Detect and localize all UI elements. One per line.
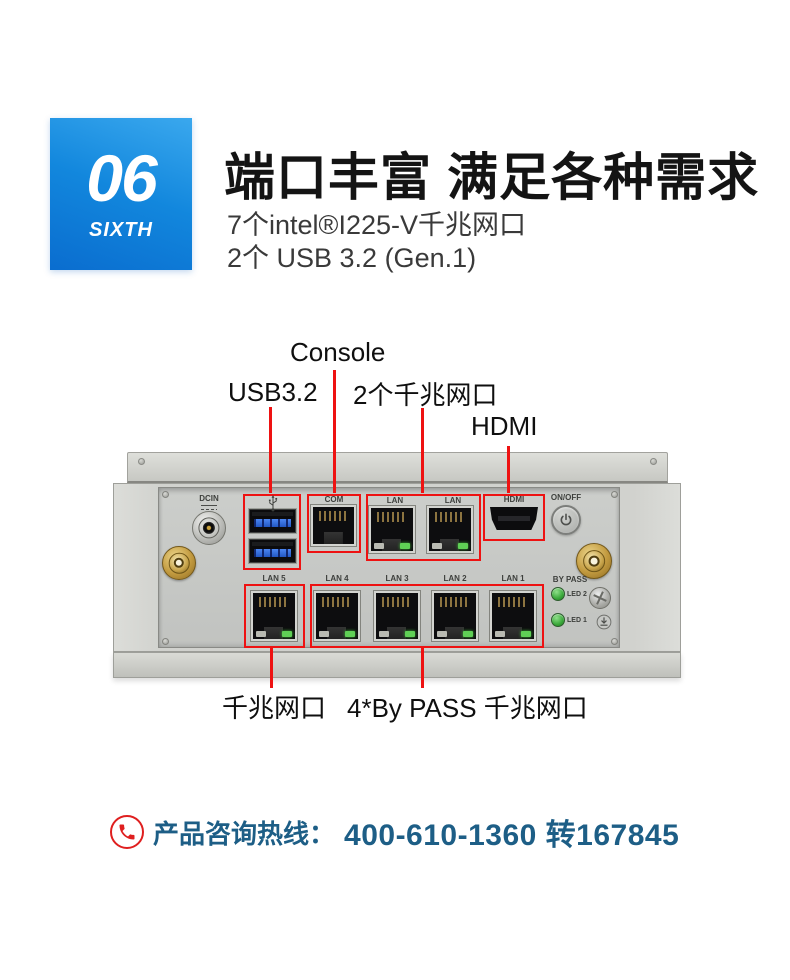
section-badge: 06 SIXTH	[50, 118, 192, 270]
usb-trident-icon	[268, 495, 278, 512]
led2-label: LED 2	[567, 591, 587, 598]
callout-console-label: Console	[290, 337, 386, 367]
hdmi-highlight-box	[483, 494, 545, 541]
lan4-port	[314, 591, 360, 641]
led1-label: LED 1	[567, 617, 587, 624]
callout-dual-lan-label: 2个千兆网口	[353, 380, 498, 410]
lan3-port	[374, 591, 420, 641]
usb-highlight-box	[243, 494, 301, 570]
com-console-port	[311, 505, 356, 546]
panel-screw	[611, 491, 618, 498]
usb-port-2	[249, 539, 296, 563]
bypass-group-highlight-box	[310, 584, 544, 648]
dc-voltage-marks	[201, 505, 217, 510]
panel-screw	[162, 491, 169, 498]
leader-line-usb	[269, 407, 272, 493]
power-icon	[560, 513, 572, 526]
cap-screw	[138, 458, 145, 465]
subtitle-line-1: 7个intel®I225-V千兆网口	[227, 210, 526, 240]
chassis-base	[113, 652, 681, 678]
ground-icon	[596, 614, 612, 630]
phone-icon	[110, 815, 144, 849]
hotline: 产品咨询热线： 400-610-1360 转167845	[110, 810, 679, 854]
leader-line-bypass	[421, 647, 424, 688]
panel-thumb-screw	[589, 587, 611, 609]
hotline-number: 400-610-1360 转167845	[344, 819, 680, 852]
leader-line-hdmi	[507, 446, 510, 493]
lan-port-right	[427, 506, 473, 553]
lan-port-left	[369, 506, 415, 553]
led2-indicator	[551, 587, 565, 601]
lan1-label: LAN 1	[501, 574, 525, 583]
lan2-port	[432, 591, 478, 641]
com-label: COM	[324, 495, 344, 504]
leader-line-gigabit	[270, 647, 273, 688]
lan-right-label: LAN	[444, 496, 462, 505]
front-panel: DCIN COM LAN	[158, 487, 620, 648]
chassis-top-cap	[127, 452, 668, 483]
lan4-label: LAN 4	[325, 574, 349, 583]
lan1-port	[490, 591, 536, 641]
antenna-connector-left	[162, 546, 196, 580]
lan5-highlight-box	[244, 584, 305, 648]
dc-in-connector	[192, 511, 226, 545]
cap-screw	[650, 458, 657, 465]
led1-indicator	[551, 613, 565, 627]
panel-screw	[611, 638, 618, 645]
dual-lan-highlight-box	[366, 494, 481, 561]
callout-usb-label: USB3.2	[228, 377, 318, 407]
subtitle: 7个intel®I225-V千兆网口 2个 USB 3.2 (Gen.1)	[227, 209, 526, 275]
badge-ordinal: SIXTH	[89, 219, 153, 241]
hdmi-label: HDMI	[503, 495, 525, 504]
bypass-label: BY PASS	[552, 575, 588, 584]
lan-left-label: LAN	[386, 496, 404, 505]
hotline-label: 产品咨询热线：	[153, 818, 336, 849]
panel-screw	[162, 638, 169, 645]
page-title: 端口丰富 满足各种需求	[224, 149, 760, 206]
dcin-label: DCIN	[199, 494, 219, 503]
subtitle-line-2: 2个 USB 3.2 (Gen.1)	[227, 243, 477, 273]
lan3-label: LAN 3	[385, 574, 409, 583]
console-highlight-box	[307, 494, 361, 553]
hdmi-port	[490, 507, 538, 530]
leader-line-console	[333, 370, 336, 493]
power-button	[551, 505, 581, 535]
antenna-connector-right	[576, 543, 612, 579]
badge-number: 06	[86, 141, 157, 215]
leader-line-dual-lan	[421, 408, 424, 493]
callout-bypass-label: 4*By PASS 千兆网口	[347, 693, 588, 723]
lan5-port	[251, 591, 297, 641]
callout-gigabit-label: 千兆网口	[222, 693, 327, 723]
power-label: ON/OFF	[550, 493, 582, 502]
lan2-label: LAN 2	[443, 574, 467, 583]
lan5-label: LAN 5	[262, 574, 286, 583]
callout-hdmi-label: HDMI	[471, 411, 538, 441]
